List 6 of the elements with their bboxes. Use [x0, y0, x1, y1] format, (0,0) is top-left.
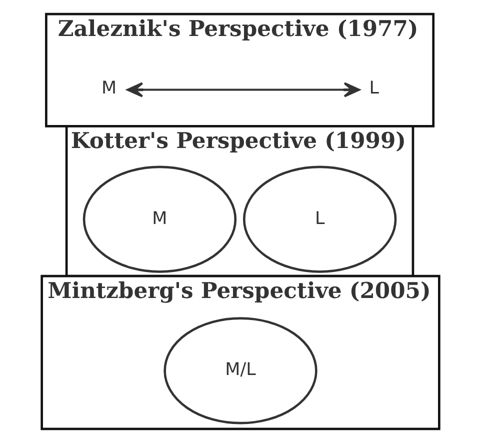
node-text: M: [101, 78, 116, 99]
node-text: L: [368, 78, 379, 99]
arrow: [126, 82, 360, 98]
node-ellipse: L: [242, 166, 396, 273]
node-ellipse: M: [82, 166, 236, 273]
node-ellipse: M/L: [163, 317, 317, 424]
